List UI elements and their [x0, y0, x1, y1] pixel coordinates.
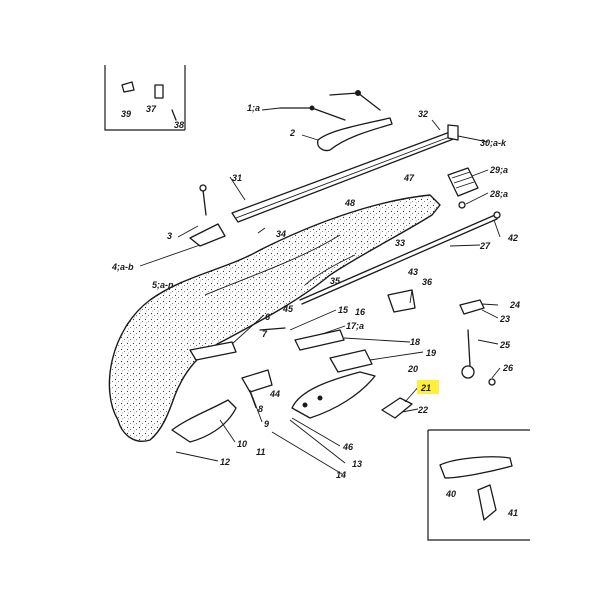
- label-33: 33: [395, 238, 405, 248]
- part-3-screw: [199, 184, 207, 216]
- part-36: [387, 289, 416, 313]
- part-41-alt-hammer: [477, 484, 497, 521]
- label-13: 13: [352, 459, 362, 469]
- label-16: 16: [355, 307, 366, 317]
- label-37: 37: [146, 104, 157, 114]
- label-27: 27: [479, 241, 491, 251]
- label-38: 38: [174, 120, 184, 130]
- label-3: 3: [167, 231, 172, 241]
- label-5: 5;a-n: [152, 280, 174, 290]
- parts-23-26-pins: [459, 299, 496, 386]
- leader-lines: [139, 107, 501, 475]
- label-8: 8: [258, 404, 263, 414]
- label-28: 28;a: [489, 189, 508, 199]
- label-44: 44: [269, 389, 280, 399]
- inset-box-lock-alt: [427, 429, 530, 541]
- part-4-breech: [189, 223, 226, 247]
- label-12: 12: [220, 457, 230, 467]
- parts-37-39-screws: [121, 81, 177, 121]
- label-47: 47: [403, 173, 415, 183]
- label-43: 43: [407, 267, 418, 277]
- part-28-screw: [458, 201, 466, 209]
- part-20-lockplate: [291, 371, 376, 419]
- part-40-alt-lockplate: [439, 456, 513, 479]
- part-2-tang: [317, 117, 393, 152]
- label-39: 39: [121, 109, 131, 119]
- label-20: 20: [407, 364, 418, 374]
- label-4: 4;a-b: [111, 262, 134, 272]
- barrel: [231, 124, 459, 223]
- label-45: 45: [282, 304, 294, 314]
- label-48: 48: [344, 198, 355, 208]
- label-19: 19: [426, 348, 436, 358]
- label-9: 9: [264, 419, 269, 429]
- ramrod: [299, 211, 501, 305]
- part-21-hammer: [381, 397, 413, 419]
- label-7: 7: [262, 329, 268, 339]
- label-15: 15: [338, 305, 349, 315]
- label-34: 34: [276, 229, 286, 239]
- label-30: 30;a-k: [480, 138, 507, 148]
- parts-16-19-lock-mechanism: [294, 329, 373, 373]
- label-29: 29;a: [489, 165, 508, 175]
- label-23: 23: [499, 314, 510, 324]
- label-26: 26: [502, 363, 514, 373]
- label-6: 6: [265, 312, 271, 322]
- label-36: 36: [422, 277, 433, 287]
- label-35: 35: [330, 276, 341, 286]
- label-31: 31: [232, 173, 242, 183]
- label-10: 10: [237, 439, 247, 449]
- label-41: 41: [507, 508, 518, 518]
- part-labels: 1;a 2 3 4;a-b 5;a-n 6 7 8 9 10 11 12 13 …: [111, 103, 520, 518]
- label-14: 14: [336, 470, 346, 480]
- label-40: 40: [445, 489, 456, 499]
- label-18: 18: [410, 337, 420, 347]
- label-25: 25: [499, 340, 511, 350]
- part-10-trigger-guard: [171, 399, 237, 443]
- label-1: 1;a: [247, 103, 260, 113]
- inset-box-screws: [104, 65, 186, 131]
- label-42: 42: [507, 233, 518, 243]
- part-1-screws: [279, 90, 381, 121]
- label-21: 21: [420, 383, 431, 393]
- highlight-part-21: [417, 380, 439, 394]
- part-29-buttplate: [447, 167, 479, 197]
- parts-6-9-lock-mechanism: [189, 327, 286, 393]
- stock: [108, 194, 441, 442]
- label-2: 2: [289, 128, 295, 138]
- label-32: 32: [418, 109, 428, 119]
- label-46: 46: [342, 442, 354, 452]
- label-17: 17;a: [346, 321, 364, 331]
- label-11: 11: [256, 447, 265, 457]
- label-24: 24: [509, 300, 520, 310]
- label-22: 22: [417, 405, 428, 415]
